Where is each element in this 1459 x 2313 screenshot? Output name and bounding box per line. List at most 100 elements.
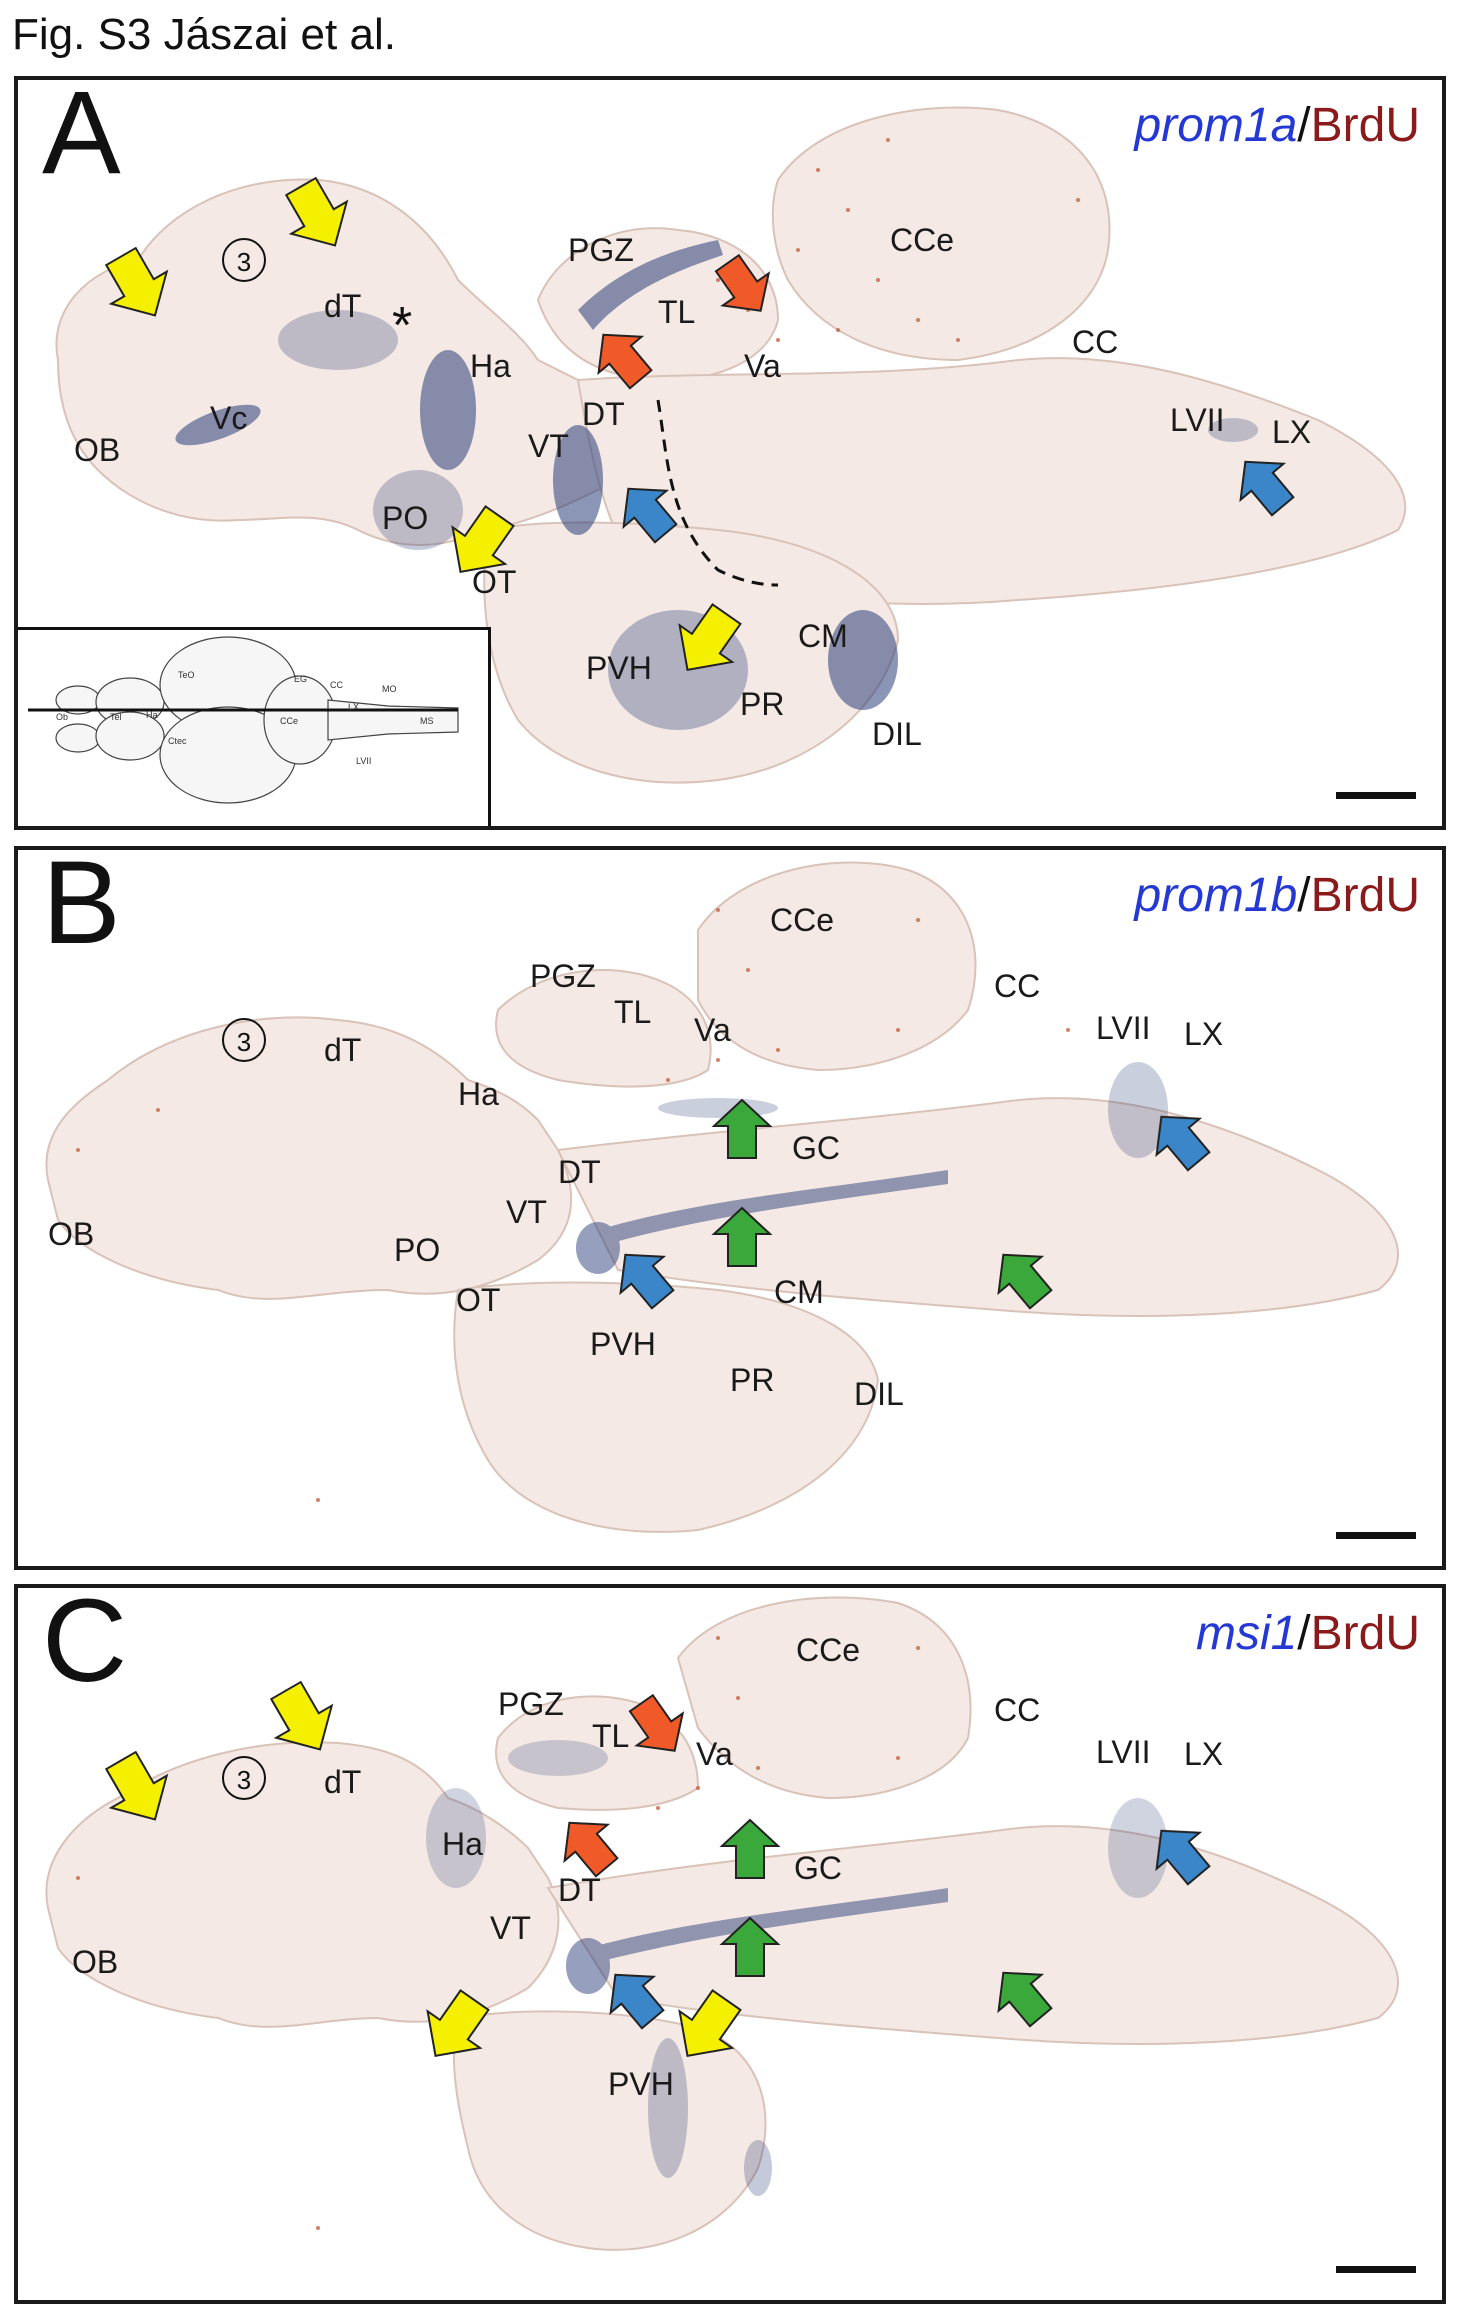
gene-name: msi1 (1195, 1607, 1298, 1660)
stain-legend: prom1a/BrdU (1134, 99, 1420, 152)
label-ob: OB (74, 432, 121, 468)
label-lx: LX (1184, 1016, 1224, 1052)
stain-legend: prom1b/BrdU (1134, 869, 1420, 922)
stain-pgz (578, 240, 723, 330)
circled-number: 3 (222, 1756, 266, 1800)
label-pgz: PGZ (530, 958, 596, 994)
label-pvh: PVH (590, 1326, 656, 1362)
blue-arrow-2 (1155, 1115, 1211, 1172)
red-arrow-2 (714, 253, 771, 312)
panel-letter: C (42, 1584, 128, 1707)
stain-ha (420, 350, 476, 470)
green-arrow-2 (711, 1206, 773, 1267)
brdu-dots (716, 138, 1080, 342)
label-ob: OB (72, 1944, 119, 1980)
panel-b: B prom1b/BrdU 3 CCe PGZ TL Va CC LVII LX… (14, 846, 1446, 1570)
label-ot: OT (456, 1282, 501, 1318)
panel-b-micrograph (45, 861, 1399, 1533)
panel-c: C msi1/BrdU 3 CCe PGZ TL Va CC LVII LX d… (14, 1584, 1446, 2304)
label-tl: TL (658, 294, 696, 330)
panel-a-micrograph (55, 106, 1407, 784)
label-tl: TL (614, 994, 652, 1030)
yellow-arrow-3 (426, 1989, 490, 2058)
stain-po (373, 470, 463, 550)
label-dt-dorsal: dT (324, 288, 362, 324)
label-tl: TL (592, 1718, 630, 1754)
label-lx: LX (1272, 414, 1312, 450)
blue-arrow-2 (1155, 1829, 1211, 1886)
label-va: Va (744, 348, 781, 384)
figure-title: Fig. S3 Jászai et al. (12, 10, 396, 59)
panel-letter: A (42, 76, 121, 199)
yellow-arrow-4 (678, 603, 742, 672)
label-dt-thalamus: DT (582, 396, 625, 432)
green-arrow-3 (997, 1971, 1053, 2028)
stain-lvii (1208, 418, 1258, 442)
label-cc: CC (994, 1692, 1041, 1728)
yellow-arrow-1 (104, 1750, 169, 1821)
scale-bar (1336, 792, 1416, 799)
brdu-label: BrdU (1310, 1607, 1420, 1660)
yellow-arrow-1 (104, 246, 169, 317)
brdu-label: BrdU (1310, 869, 1420, 922)
label-dil: DIL (872, 716, 922, 752)
green-arrow-1 (711, 1098, 773, 1159)
label-cm: CM (798, 618, 848, 654)
circled-number: 3 (222, 238, 266, 282)
tissue-cerebellum (771, 106, 1111, 362)
blue-arrow-1 (622, 487, 678, 544)
green-arrow-3 (997, 1253, 1053, 1310)
label-cc: CC (1072, 324, 1119, 360)
panel-a: A prom1a/BrdU 3 * OB Vc dT Ha PGZ TL Va … (14, 76, 1446, 830)
label-pgz: PGZ (568, 232, 634, 268)
label-lx: LX (1184, 1736, 1224, 1772)
label-cm: CM (774, 1274, 824, 1310)
gene-name: prom1b (1134, 869, 1298, 922)
label-ha: Ha (470, 348, 511, 384)
label-lvii: LVII (1096, 1010, 1151, 1046)
label-po: PO (382, 500, 429, 536)
stain-dt-vt (553, 425, 603, 535)
label-pr: PR (730, 1362, 775, 1398)
stain-dt (278, 310, 398, 370)
yellow-arrow-3 (451, 505, 515, 574)
label-po: PO (394, 1232, 441, 1268)
red-arrow-1 (563, 1821, 619, 1878)
brdu-dots (76, 1636, 920, 2230)
green-arrow-2 (719, 1916, 781, 1977)
panel-c-micrograph (45, 1596, 1399, 2251)
brain-schematic-inset: TeO EG CC MO MS CCe LX LVII Ctec Ha Ob T… (18, 627, 491, 826)
panel-letter: B (42, 846, 121, 969)
label-dt-dorsal: dT (324, 1764, 362, 1800)
scale-bar (1336, 1532, 1416, 1539)
label-ha: Ha (458, 1076, 499, 1112)
label-cce: CCe (796, 1632, 861, 1668)
label-gc: GC (794, 1850, 842, 1886)
yellow-arrow-4 (678, 1989, 742, 2058)
stain-gc (598, 1170, 948, 1244)
label-pvh: PVH (608, 2066, 674, 2102)
asterisk-mark: * (392, 297, 413, 355)
label-dt-dorsal: dT (324, 1032, 362, 1068)
green-arrow-1 (719, 1818, 781, 1879)
brdu-dots (76, 908, 1070, 1502)
stain-legend: msi1/BrdU (1195, 1607, 1420, 1660)
label-vt: VT (528, 428, 569, 464)
label-dt-thalamus: DT (558, 1154, 601, 1190)
label-gc: GC (792, 1130, 840, 1166)
label-vt: VT (506, 1194, 547, 1230)
yellow-arrow-2 (284, 176, 349, 247)
label-ot: OT (472, 564, 517, 600)
label-ha: Ha (442, 1826, 483, 1862)
red-arrow-1 (597, 333, 653, 390)
label-lvii: LVII (1170, 402, 1225, 438)
circled-number: 3 (222, 1018, 266, 1062)
label-pvh: PVH (586, 650, 652, 686)
label-dt-thalamus: DT (558, 1872, 601, 1908)
label-vc: Vc (210, 400, 248, 436)
blue-arrow-1 (619, 1253, 675, 1310)
label-lvii: LVII (1096, 1734, 1151, 1770)
label-pr: PR (740, 686, 785, 722)
blue-arrow-2 (1239, 460, 1295, 517)
tissue-tectum (536, 227, 780, 382)
